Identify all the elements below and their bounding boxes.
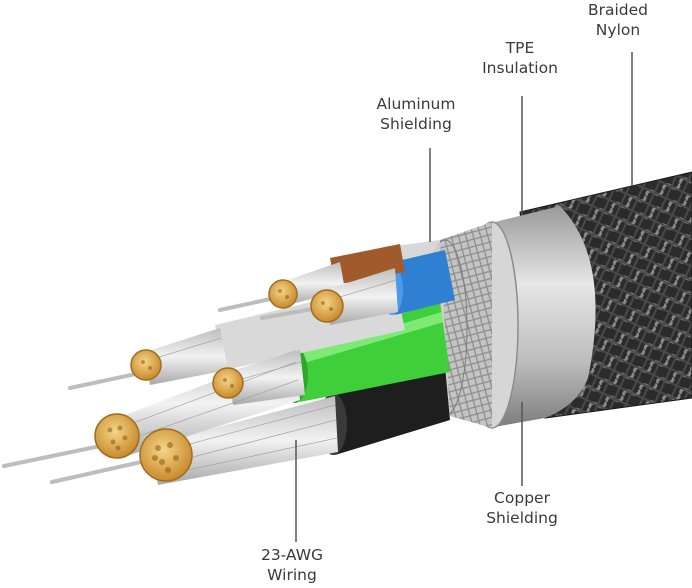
- drain-wires: [2, 296, 320, 484]
- copper-ends: [94, 279, 344, 482]
- leader-lines: [295, 52, 633, 542]
- label-aluminum-shielding: Aluminum Shielding: [376, 95, 456, 133]
- label-23awg-wiring: 23-AWG Wiring: [260, 546, 324, 584]
- label-copper-shielding: Copper Shielding: [486, 489, 558, 527]
- label-tpe-insulation: TPE Insulation: [482, 39, 558, 77]
- label-braided-nylon: Braided Nylon: [587, 1, 649, 39]
